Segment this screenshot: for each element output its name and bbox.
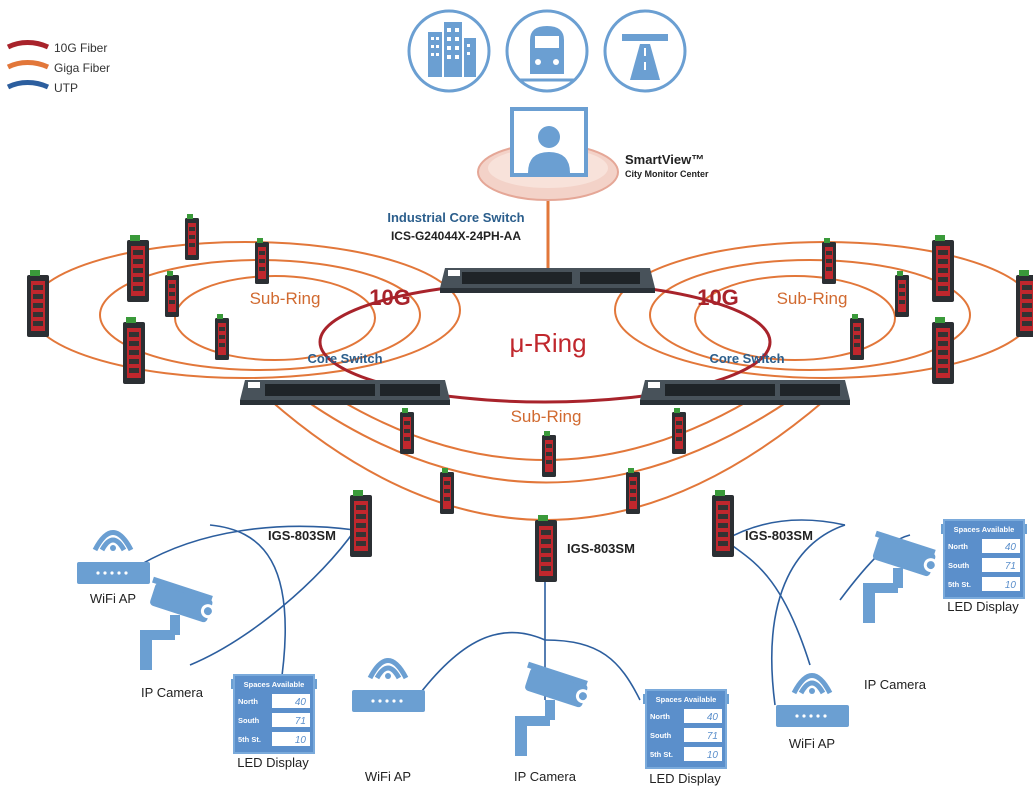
ring-switch-device (895, 271, 909, 317)
ip-camera-right (863, 530, 938, 623)
wifi-ap-left-label: WiFi AP (90, 591, 136, 606)
ring-switch-device (626, 468, 640, 514)
ip-camera-left-label: IP Camera (141, 685, 204, 700)
led-row-name: North (238, 697, 258, 706)
wifi-ap-right (776, 673, 849, 727)
ring-switch-device (672, 408, 686, 454)
core-switch-left-label: Core Switch (307, 351, 382, 366)
core-switch-model: ICS-G24044X-24PH-AA (391, 229, 521, 243)
core-switch-right-label: Core Switch (709, 351, 784, 366)
building-icon (407, 9, 491, 93)
led-row-value: 10 (295, 735, 307, 746)
igs-803sm-right (712, 490, 734, 557)
led-row-name: North (948, 542, 968, 551)
igs-803sm-right-label: IGS-803SM (745, 528, 813, 543)
core-switch-right (640, 380, 850, 405)
sub-ring-label-bottom: Sub-Ring (511, 407, 582, 426)
led-display-center-label: LED Display (649, 771, 721, 786)
wifi-ap-center (352, 658, 425, 712)
led-row-value: 10 (707, 750, 719, 761)
ring-switch-device (440, 468, 454, 514)
legend-label-10g: 10G Fiber (54, 41, 107, 55)
led-row-value: 71 (295, 716, 306, 727)
led-row-value: 40 (707, 712, 719, 723)
legend-line-utp (6, 80, 50, 90)
ring-switch-device (127, 235, 149, 302)
ring-switch-device (1016, 270, 1033, 337)
ip-camera-center-label: IP Camera (514, 769, 577, 784)
ring-switch-device (822, 238, 836, 284)
wifi-ap-right-label: WiFi AP (789, 736, 835, 751)
ring-switch-device (255, 238, 269, 284)
mu-ring-label: μ-Ring (509, 328, 586, 358)
led-row-name: South (650, 731, 672, 740)
led-display-right-label: LED Display (947, 599, 1019, 614)
ip-camera-center (515, 661, 590, 756)
legend: 10G Fiber Giga Fiber UTP (6, 40, 110, 95)
led-header: Spaces Available (244, 680, 305, 689)
speed-label-left: 10G (369, 285, 411, 310)
led-row-value: 71 (707, 731, 718, 742)
ring-switch-device (165, 271, 179, 317)
speed-label-right: 10G (697, 285, 739, 310)
ring-switch-device (123, 317, 145, 384)
legend-label-utp: UTP (54, 81, 78, 95)
led-row-value: 40 (295, 697, 307, 708)
industrial-core-switch (440, 268, 655, 293)
core-switch-title: Industrial Core Switch (387, 210, 524, 225)
igs-803sm-center (535, 515, 557, 582)
ring-switch-device (27, 270, 49, 337)
train-icon (505, 9, 589, 93)
sub-ring-label-right: Sub-Ring (777, 289, 848, 308)
sub-rings-left (29, 241, 461, 379)
ring-switch-device (932, 235, 954, 302)
monitor-center-icon (477, 107, 619, 201)
igs-803sm-center-label: IGS-803SM (567, 541, 635, 556)
igs-803sm-left-label: IGS-803SM (268, 528, 336, 543)
wifi-ap-left (77, 530, 150, 584)
ring-switch-device (185, 214, 199, 260)
led-row-name: North (650, 712, 670, 721)
led-row-name: 5th St. (650, 750, 673, 759)
ring-switch-device (850, 314, 864, 360)
led-row-value: 10 (1005, 580, 1017, 591)
led-header: Spaces Available (954, 525, 1015, 534)
led-row-name: 5th St. (948, 580, 971, 589)
legend-line-giga (6, 60, 50, 70)
ring-switch-device (932, 317, 954, 384)
highway-icon (603, 9, 687, 93)
wifi-ap-center-label: WiFi AP (365, 769, 411, 784)
led-row-name: South (238, 716, 260, 725)
monitor-center-title: SmartView™ (625, 152, 704, 167)
led-display-left-label: LED Display (237, 755, 309, 770)
led-row-name: South (948, 561, 970, 570)
sub-ring-label-left: Sub-Ring (250, 289, 321, 308)
led-row-name: 5th St. (238, 735, 261, 744)
ring-switch-device (215, 314, 229, 360)
led-header: Spaces Available (656, 695, 717, 704)
ip-camera-right-label: IP Camera (864, 677, 927, 692)
led-row-value: 71 (1005, 561, 1016, 572)
legend-label-giga: Giga Fiber (54, 61, 110, 75)
igs-803sm-left (350, 490, 372, 557)
ring-switch-device (400, 408, 414, 454)
core-switch-left (240, 380, 450, 405)
monitor-center-subtitle: City Monitor Center (625, 169, 709, 179)
ring-switch-device (542, 431, 556, 477)
legend-line-10g (6, 40, 50, 50)
ip-camera-left (140, 576, 215, 670)
led-row-value: 40 (1005, 542, 1017, 553)
utp-links (139, 519, 911, 706)
